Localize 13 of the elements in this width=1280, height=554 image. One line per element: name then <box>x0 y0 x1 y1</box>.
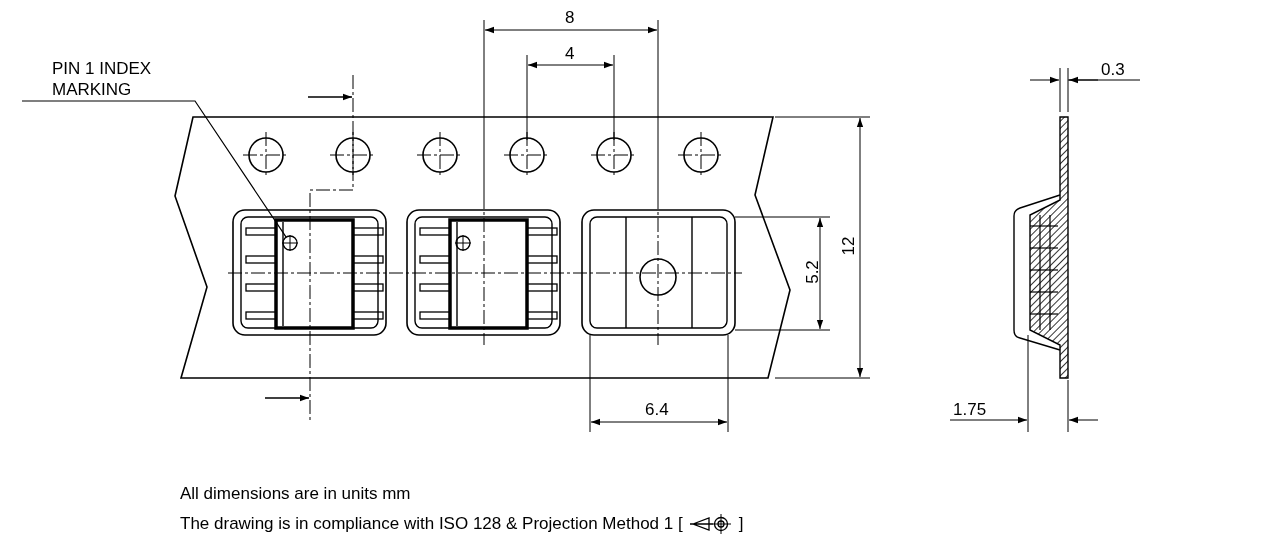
dimension-value: 6.4 <box>645 400 669 420</box>
dimension-value: 12 <box>839 236 860 256</box>
dimension-value: 0.3 <box>1101 60 1125 80</box>
note-text: ] <box>738 514 744 534</box>
dimension-value: 1.75 <box>953 400 987 420</box>
callout-text: PIN 1 INDEX MARKING <box>52 58 202 100</box>
dimension-value: 5.2 <box>802 260 823 284</box>
index-mark <box>281 234 299 252</box>
note-text: All dimensions are in units mm <box>180 484 411 504</box>
leader-line <box>21 100 287 238</box>
dimension-value: 4 <box>565 44 575 64</box>
note-text: The drawing is in compliance with ISO 128 & Projection Method 1 [ <box>180 514 683 534</box>
dimension-value: 8 <box>565 8 575 28</box>
